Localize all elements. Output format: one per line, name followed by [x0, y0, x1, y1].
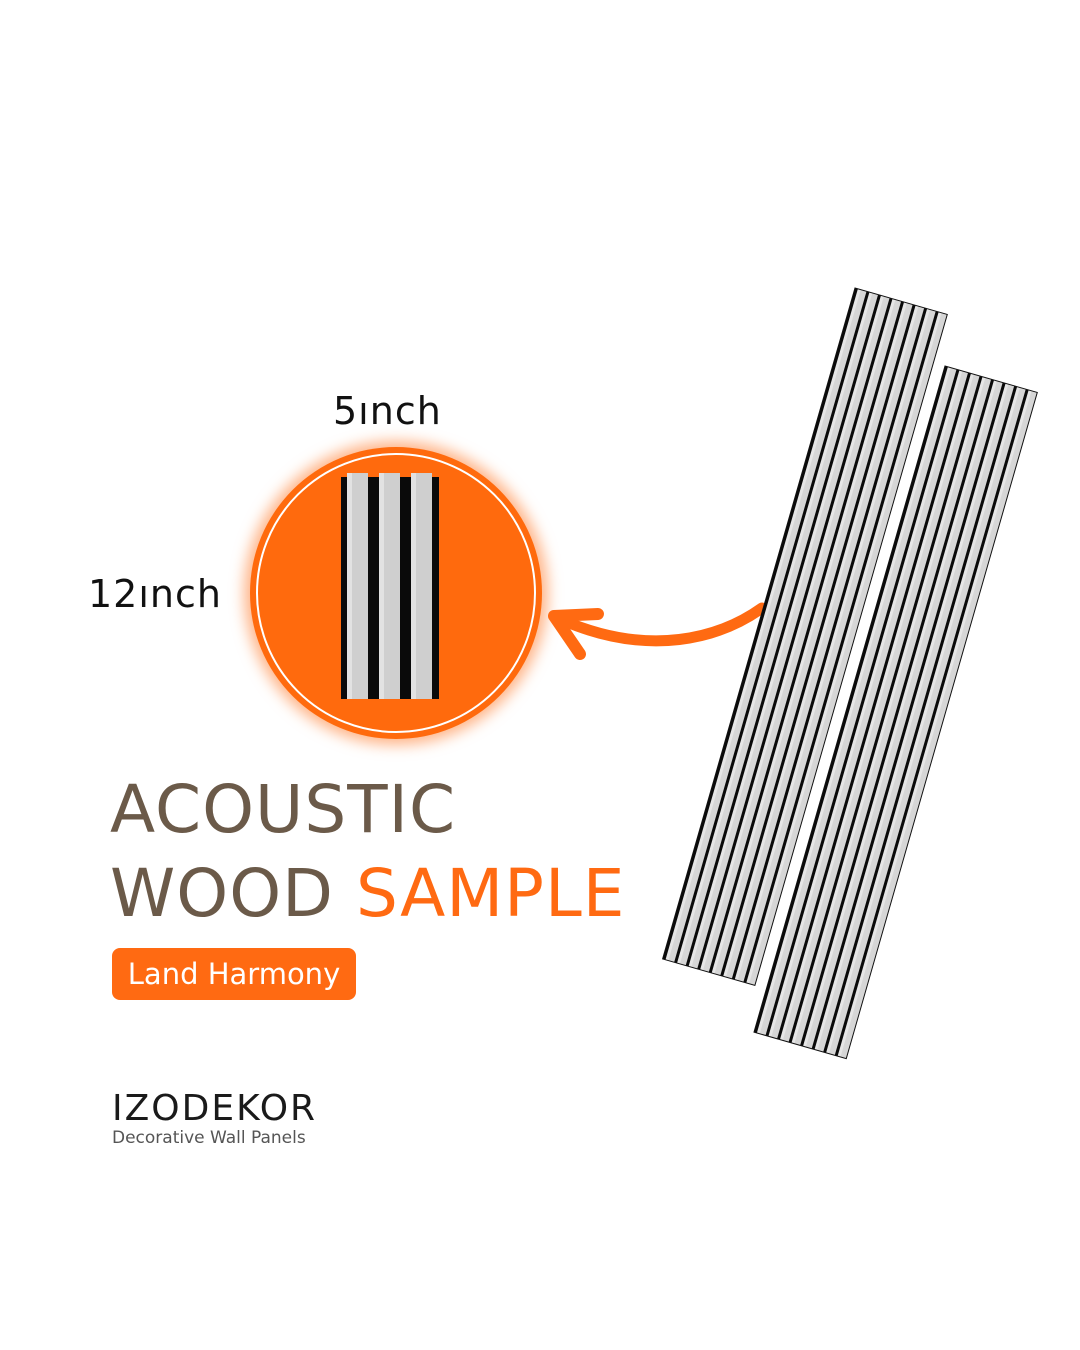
- title-line-2: WOOD SAMPLE: [110, 852, 625, 936]
- curved-arrow-icon: [548, 602, 768, 660]
- width-label: 5ınch: [333, 389, 442, 433]
- brand-logo: IZODEKOR: [112, 1088, 318, 1129]
- title-line-1: ACOUSTIC: [110, 771, 457, 848]
- height-label: 12ınch: [88, 572, 222, 616]
- brand-tagline: Decorative Wall Panels: [112, 1128, 306, 1148]
- title-word-wood: WOOD: [110, 855, 334, 932]
- collection-badge: Land Harmony: [112, 948, 356, 1000]
- sample-circle: [250, 447, 542, 739]
- product-title: ACOUSTIC WOOD SAMPLE: [110, 768, 625, 936]
- circle-ring: [256, 453, 536, 733]
- sample-slats-illustration: [341, 473, 439, 699]
- title-word-sample: SAMPLE: [355, 855, 626, 932]
